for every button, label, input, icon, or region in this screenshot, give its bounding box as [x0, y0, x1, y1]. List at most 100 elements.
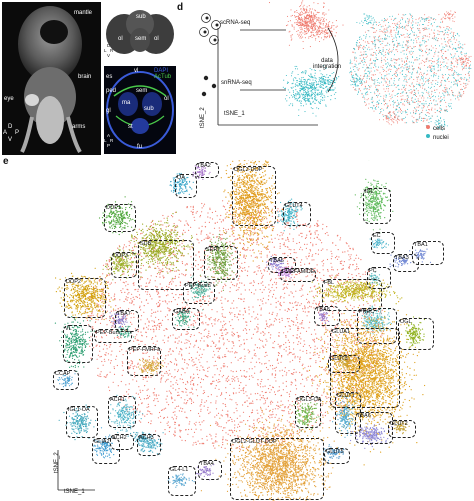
main-cell-point [220, 329, 222, 332]
integrated-point [390, 51, 392, 53]
integrated-point [365, 37, 367, 39]
main-cell-point [266, 324, 268, 326]
integrated-point [434, 108, 436, 110]
main-cell-point [275, 297, 277, 299]
integrated-point [411, 97, 412, 99]
integrated-point [449, 19, 451, 21]
integrated-point [465, 67, 467, 69]
snrna-point [306, 84, 309, 86]
snrna-point [288, 104, 290, 106]
integrated-point [465, 83, 467, 85]
integrated-point [376, 69, 378, 71]
scrna-point [298, 13, 300, 16]
integrated-point [413, 94, 415, 96]
main-cell-point [180, 374, 182, 376]
main-cell-point [299, 371, 301, 374]
integrated-point [406, 49, 408, 51]
main-cell-point [201, 207, 203, 209]
integrated-point [379, 82, 381, 84]
main-cell-point [184, 224, 186, 226]
integrated-point [383, 77, 385, 79]
integrated-point [368, 15, 370, 17]
main-cell-point [314, 354, 316, 356]
integration-label: data integration [313, 58, 342, 70]
main-cell-point [189, 248, 191, 250]
main-cell-point [229, 244, 231, 246]
main-cell-point [342, 267, 344, 270]
main-cell-point [155, 328, 157, 330]
integrated-point [434, 104, 436, 106]
integrated-point [423, 18, 425, 20]
snrna-point [316, 86, 318, 88]
scrna-point [307, 31, 310, 33]
main-cell-point [306, 379, 308, 381]
main-cell-point [139, 278, 141, 281]
snrna-point [298, 83, 300, 85]
integrated-point [427, 97, 429, 99]
main-cell-point [322, 228, 324, 230]
integrated-point [443, 26, 445, 28]
integrated-point [353, 78, 355, 80]
snrna-point [319, 82, 322, 84]
integrated-point [370, 107, 372, 108]
integrated-point [383, 104, 385, 106]
integrated-point [424, 42, 426, 44]
snrna-point [320, 80, 323, 82]
main-cell-point [222, 220, 224, 222]
main-cell-point [141, 340, 143, 342]
integrated-point [447, 41, 448, 43]
integrated-point [364, 87, 366, 89]
scrna-point [296, 15, 298, 18]
main-cell-point [228, 340, 230, 342]
main-cell-point [176, 405, 178, 408]
main-cell-point [192, 436, 194, 438]
main-cell-point [235, 238, 237, 240]
main-cell-point [320, 366, 322, 369]
snrna-point [292, 86, 294, 88]
integrated-point [426, 27, 428, 29]
main-cell-point [256, 399, 258, 401]
integrated-point [433, 36, 435, 38]
main-cell-point [368, 316, 370, 318]
integrated-point [349, 71, 351, 73]
integrated-point [362, 22, 364, 24]
scrna-point [313, 18, 315, 20]
scrna-point [305, 30, 307, 32]
scrna-point [320, 22, 322, 24]
main-cell-point [146, 394, 148, 397]
integrated-point [386, 18, 388, 20]
integrated-point [468, 56, 470, 58]
scrna-point [326, 32, 328, 34]
main-cell-point [138, 386, 140, 388]
main-cell-point [295, 371, 297, 373]
scrna-point [308, 16, 310, 18]
main-cell-point [261, 237, 263, 240]
integrated-point [460, 46, 462, 48]
integrated-point [417, 90, 419, 92]
integrated-point [402, 50, 404, 52]
main-cell-point [279, 297, 281, 299]
main-cell-point [261, 217, 263, 219]
integrated-point [462, 48, 464, 50]
main-cell-point [248, 230, 250, 232]
integrated-point [415, 38, 417, 40]
main-cell-point [237, 336, 240, 338]
main-cell-point [222, 436, 224, 438]
snrna-point [296, 80, 298, 82]
snrna-point [298, 80, 300, 83]
integrated-point [422, 105, 424, 107]
integrated-point [387, 85, 389, 87]
main-cell-point [270, 278, 272, 280]
integrated-point [397, 24, 399, 25]
integrated-point [408, 21, 410, 23]
main-cell-point [268, 332, 270, 334]
scrna-point [307, 26, 309, 28]
main-cell-point [220, 221, 222, 223]
integrated-point [428, 82, 430, 84]
main-cell-point [133, 340, 135, 342]
main-cell-point [279, 303, 281, 305]
main-cell-point [323, 392, 325, 394]
integrated-point [397, 96, 399, 97]
main-cell-point [89, 339, 91, 342]
integrated-point [400, 26, 402, 28]
